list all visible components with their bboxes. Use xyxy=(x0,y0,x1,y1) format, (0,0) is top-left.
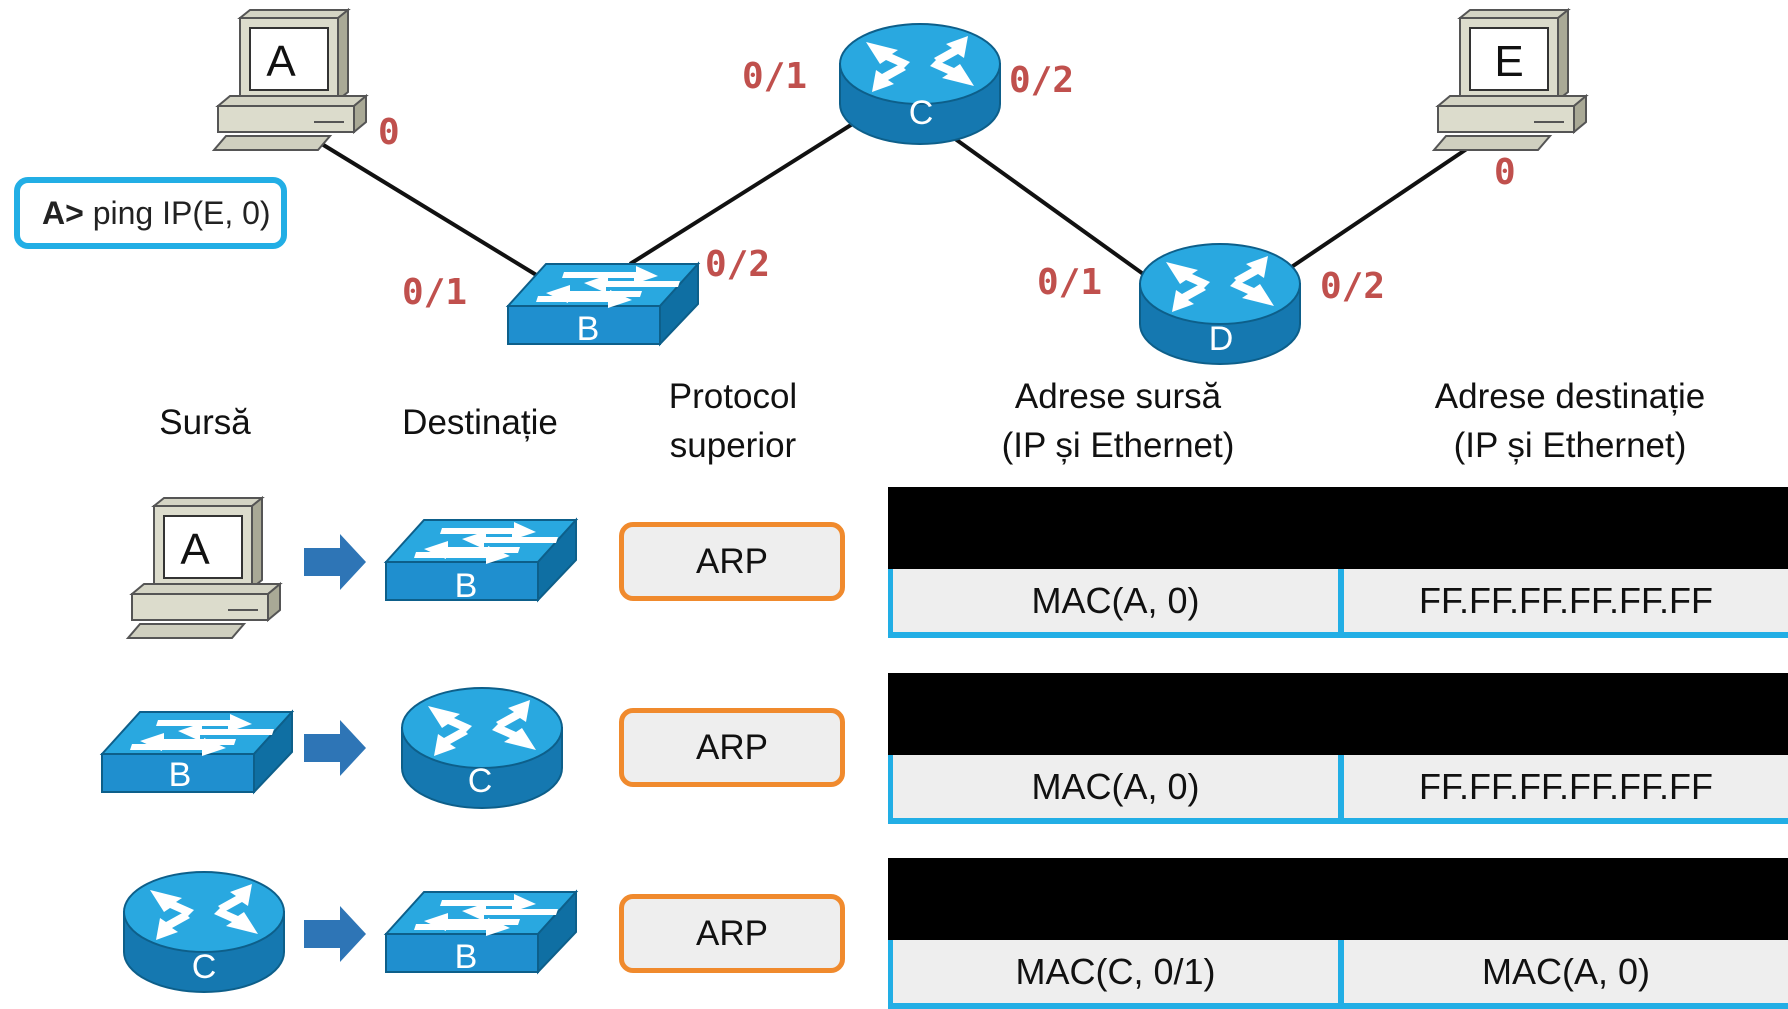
arrow-right-icon xyxy=(304,906,366,962)
switch-icon xyxy=(101,711,293,793)
row3-destination-label: B xyxy=(455,938,478,976)
switch-icon xyxy=(507,263,699,345)
port-label-e-0: 0 xyxy=(1494,152,1516,193)
port-label-c-0-1: 0/1 xyxy=(742,56,808,97)
command-text: ping IP(E, 0) xyxy=(92,195,271,231)
device-label-a: A xyxy=(266,37,296,86)
switch-icon xyxy=(385,891,577,973)
port-label-d-0-2: 0/2 xyxy=(1320,266,1386,307)
router-icon xyxy=(123,871,285,993)
protocol-box: ARP xyxy=(619,522,845,601)
destination-mac-cell: MAC(A, 0) xyxy=(1341,940,1788,1009)
destination-mac-cell: FF.FF.FF.FF.FF.FF xyxy=(1341,755,1788,824)
link-c-d xyxy=(938,126,1148,278)
port-label-b-0-1: 0/1 xyxy=(402,272,468,313)
source-mac-cell: MAC(C, 0/1) xyxy=(888,940,1341,1009)
frame-header-redacted xyxy=(888,858,1788,940)
arrow-right-icon xyxy=(304,534,366,590)
frame-row-2: MAC(A, 0) FF.FF.FF.FF.FF.FF xyxy=(888,673,1788,824)
row2-destination-label: C xyxy=(468,762,493,800)
device-label-b: B xyxy=(577,310,600,348)
destination-mac-cell: FF.FF.FF.FF.FF.FF xyxy=(1341,569,1788,638)
device-label-d: D xyxy=(1209,320,1234,358)
port-label-a-0: 0 xyxy=(378,112,400,153)
frame-header-redacted xyxy=(888,673,1788,755)
switch-icon xyxy=(385,519,577,601)
column-header-destination: Destinație xyxy=(402,403,558,442)
link-a-b xyxy=(310,136,540,278)
command-box: A> ping IP(E, 0) xyxy=(14,177,287,249)
link-b-c xyxy=(628,116,864,266)
column-header-source-addresses: Adrese sursă (IP și Ethernet) xyxy=(1001,377,1235,465)
row2-source-label: B xyxy=(169,756,192,794)
frame-row-3: MAC(C, 0/1) MAC(A, 0) xyxy=(888,858,1788,1009)
port-label-b-0-2: 0/2 xyxy=(705,244,771,285)
network-topology: A B C D E xyxy=(213,9,1587,365)
source-mac-cell: MAC(A, 0) xyxy=(888,569,1341,638)
frame-row-1: MAC(A, 0) FF.FF.FF.FF.FF.FF xyxy=(888,487,1788,638)
arrow-right-icon xyxy=(304,720,366,776)
protocol-box: ARP xyxy=(619,894,845,973)
router-icon xyxy=(401,687,563,809)
column-header-destination-addresses: Adrese destinație (IP și Ethernet) xyxy=(1434,377,1706,465)
computer-icon xyxy=(127,497,281,639)
command-prompt: A> xyxy=(42,195,84,231)
row1-destination-label: B xyxy=(455,567,478,605)
link-d-e xyxy=(1288,138,1482,270)
port-label-c-0-2: 0/2 xyxy=(1009,60,1075,101)
frame-header-redacted xyxy=(888,487,1788,569)
source-mac-cell: MAC(A, 0) xyxy=(888,755,1341,824)
row3-source-label: C xyxy=(192,948,217,986)
device-label-e: E xyxy=(1494,37,1523,86)
port-label-d-0-1: 0/1 xyxy=(1037,262,1103,303)
column-header-protocol: Protocol superior xyxy=(668,377,798,465)
protocol-box: ARP xyxy=(619,708,845,787)
device-label-c: C xyxy=(909,94,934,132)
column-header-source: Sursă xyxy=(159,403,251,442)
row1-source-label: A xyxy=(180,525,210,574)
